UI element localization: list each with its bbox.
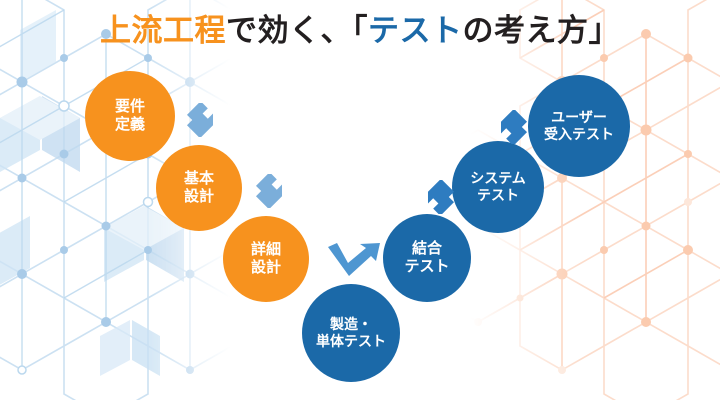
arrow-detail-to-unit — [326, 242, 382, 282]
node-label-line-1: 要件 — [114, 97, 145, 115]
node-label-line-2: 単体テスト — [316, 333, 386, 349]
title-segment-connector-2: の考え方」 — [462, 13, 620, 48]
arrow-unit-to-integration — [424, 180, 458, 214]
node-label-line-1: ユーザー — [551, 108, 607, 125]
node-system-test[interactable]: システム テスト — [452, 141, 544, 233]
node-integration-test[interactable]: 結合 テスト — [383, 214, 471, 302]
node-requirements-definition[interactable]: 要件 定義 — [85, 71, 175, 161]
arrow-basic-to-detail — [252, 174, 286, 208]
node-label-line-1: 基本 — [183, 169, 214, 187]
node-label-line-2: テスト — [477, 187, 519, 203]
node-label-line-1: 製造・ — [330, 315, 372, 332]
node-label-line-1: 詳細 — [250, 240, 281, 258]
title-segment-upstream: 上流工程 — [100, 13, 226, 48]
arrow-req-to-basic — [183, 103, 217, 137]
node-label-line-2: テスト — [404, 258, 450, 275]
node-basic-design[interactable]: 基本 設計 — [156, 145, 242, 231]
node-label-line-2: 定義 — [114, 116, 145, 133]
slide-title: 上流工程で効く、「テストの考え方」 — [0, 13, 720, 48]
title-segment-test: テスト — [368, 13, 463, 48]
node-label-line-1: 結合 — [411, 239, 442, 257]
node-label-line-2: 受入テスト — [544, 126, 614, 142]
title-segment-connector-1: で効く、「 — [226, 13, 368, 48]
node-label-line-2: 設計 — [250, 259, 281, 276]
node-detailed-design[interactable]: 詳細 設計 — [223, 216, 309, 302]
node-label-line-1: システム — [470, 169, 526, 186]
node-user-acceptance-test[interactable]: ユーザー 受入テスト — [528, 75, 630, 177]
node-label-line-2: 設計 — [183, 188, 214, 205]
arrow-integration-to-system — [497, 110, 531, 144]
node-manufacturing-unit-test[interactable]: 製造・ 単体テスト — [302, 284, 400, 382]
